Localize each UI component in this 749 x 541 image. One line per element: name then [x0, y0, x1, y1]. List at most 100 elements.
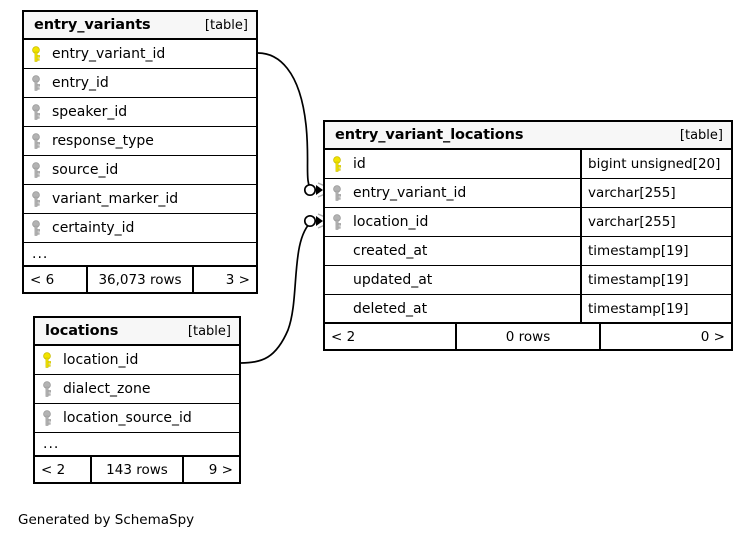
- column-name-cell: id: [325, 150, 580, 178]
- column-name-cell: location_id: [325, 208, 580, 236]
- column-name-cell: created_at: [325, 237, 580, 265]
- generator-credit: Generated by SchemaSpy: [18, 512, 195, 528]
- column-label: id: [353, 156, 366, 172]
- table-row[interactable]: location_id varchar[255]: [325, 208, 731, 237]
- column-name-cell: entry_variant_id: [325, 179, 580, 207]
- foreign-key-icon: [32, 161, 52, 179]
- column-name-cell: entry_variant_id: [24, 40, 256, 68]
- column-label: created_at: [353, 243, 428, 259]
- no-key-spacer: [333, 272, 353, 289]
- table-row[interactable]: location_source_id: [35, 404, 239, 433]
- footer-row-count: 36,073 rows: [86, 267, 194, 292]
- relationship-entry-variants-to-entry-variant-locations: [257, 52, 326, 198]
- column-label: location_id: [63, 352, 139, 368]
- table-kind-label: [table]: [204, 17, 248, 33]
- foreign-key-icon: [32, 190, 52, 208]
- primary-key-icon: [32, 45, 52, 63]
- column-label: speaker_id: [52, 104, 128, 120]
- footer-row-count: 0 rows: [455, 324, 601, 349]
- table-row[interactable]: entry_variant_id: [24, 40, 256, 69]
- column-name-cell: deleted_at: [325, 295, 580, 322]
- column-name-cell: entry_id: [24, 69, 256, 97]
- column-type-cell: timestamp[19]: [580, 237, 731, 265]
- table-row[interactable]: response_type: [24, 127, 256, 156]
- foreign-key-icon: [32, 74, 52, 92]
- footer-child-count[interactable]: 9 >: [208, 461, 233, 478]
- table-row[interactable]: location_id: [35, 346, 239, 375]
- footer-child-count[interactable]: 3 >: [225, 271, 250, 288]
- column-name-cell: location_source_id: [35, 404, 239, 432]
- no-key-spacer: [333, 243, 353, 260]
- column-label: location_id: [353, 214, 429, 230]
- table-row[interactable]: variant_marker_id: [24, 185, 256, 214]
- table-row[interactable]: source_id: [24, 156, 256, 185]
- column-label: entry_id: [52, 75, 109, 91]
- crowsfoot-marker: [316, 185, 323, 195]
- column-name-cell: source_id: [24, 156, 256, 184]
- foreign-key-icon: [32, 132, 52, 150]
- footer-parent-count[interactable]: < 6: [30, 271, 55, 288]
- column-name-cell: variant_marker_id: [24, 185, 256, 213]
- table-row[interactable]: dialect_zone: [35, 375, 239, 404]
- footer-row-count: 143 rows: [90, 457, 184, 482]
- foreign-key-icon: [43, 409, 63, 427]
- table-title: locations: [45, 323, 119, 339]
- column-name-cell: certainty_id: [24, 214, 256, 242]
- column-label: location_source_id: [63, 410, 192, 426]
- zero-cardinality-marker: [303, 214, 317, 228]
- column-type-cell: timestamp[19]: [580, 295, 731, 322]
- column-label: variant_marker_id: [52, 191, 179, 207]
- zero-cardinality-marker: [303, 183, 317, 197]
- table-row[interactable]: entry_variant_id varchar[255]: [325, 179, 731, 208]
- footer-parent-count[interactable]: < 2: [331, 328, 356, 345]
- column-name-cell: updated_at: [325, 266, 580, 294]
- footer-parent-count[interactable]: < 2: [41, 461, 66, 478]
- column-name-cell: response_type: [24, 127, 256, 155]
- table-row[interactable]: entry_id: [24, 69, 256, 98]
- primary-key-icon: [333, 155, 353, 173]
- foreign-key-icon: [32, 103, 52, 121]
- column-type-cell: bigint unsigned[20]: [580, 150, 731, 178]
- column-label: source_id: [52, 162, 119, 178]
- foreign-key-icon: [32, 219, 52, 237]
- column-name-cell: dialect_zone: [35, 375, 239, 403]
- column-label: certainty_id: [52, 220, 135, 236]
- column-name-cell: location_id: [35, 346, 239, 374]
- table-row[interactable]: id bigint unsigned[20]: [325, 150, 731, 179]
- foreign-key-icon: [43, 380, 63, 398]
- table-kind-label: [table]: [679, 127, 723, 143]
- crowsfoot-marker: [316, 216, 323, 226]
- column-name-cell: speaker_id: [24, 98, 256, 126]
- table-header-locations: locations [table]: [35, 318, 239, 346]
- table-locations[interactable]: locations [table] location_id dialect_zo…: [33, 316, 241, 484]
- table-title: entry_variants: [34, 17, 151, 33]
- column-label: entry_variant_id: [52, 46, 166, 62]
- footer-child-count[interactable]: 0 >: [700, 328, 725, 345]
- more-columns-indicator: ...: [35, 433, 239, 457]
- table-row[interactable]: updated_at timestamp[19]: [325, 266, 731, 295]
- column-label: response_type: [52, 133, 154, 149]
- table-header-entry-variants: entry_variants [table]: [24, 12, 256, 40]
- column-label: updated_at: [353, 272, 433, 288]
- table-entry-variants[interactable]: entry_variants [table] entry_variant_id …: [22, 10, 258, 294]
- table-footer: < 2 0 rows 0 >: [325, 324, 731, 349]
- column-type-cell: varchar[255]: [580, 179, 731, 207]
- column-label: deleted_at: [353, 300, 428, 317]
- table-header-entry-variant-locations: entry_variant_locations [table]: [325, 122, 731, 150]
- column-label: dialect_zone: [63, 381, 151, 397]
- table-title: entry_variant_locations: [335, 127, 524, 143]
- table-row[interactable]: created_at timestamp[19]: [325, 237, 731, 266]
- table-footer: < 6 36,073 rows 3 >: [24, 267, 256, 292]
- foreign-key-icon: [333, 213, 353, 231]
- no-key-spacer: [333, 300, 353, 317]
- table-row[interactable]: speaker_id: [24, 98, 256, 127]
- column-label: entry_variant_id: [353, 185, 467, 201]
- table-row[interactable]: deleted_at timestamp[19]: [325, 295, 731, 324]
- table-row[interactable]: certainty_id: [24, 214, 256, 243]
- table-kind-label: [table]: [187, 323, 231, 339]
- table-footer: < 2 143 rows 9 >: [35, 457, 239, 482]
- column-type-cell: timestamp[19]: [580, 266, 731, 294]
- more-columns-indicator: ...: [24, 243, 256, 267]
- table-entry-variant-locations[interactable]: entry_variant_locations [table] id bigin…: [323, 120, 733, 351]
